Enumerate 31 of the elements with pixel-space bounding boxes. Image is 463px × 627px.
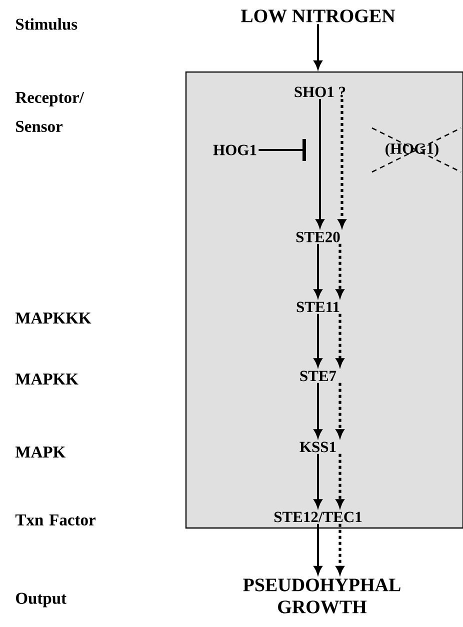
pathway-panel	[185, 71, 463, 529]
level-label: MAPKK	[15, 374, 78, 384]
level-label: Receptor/ Sensor	[15, 92, 84, 132]
level-label: Stimulus	[16, 18, 78, 30]
arrow	[314, 244, 322, 298]
protein-label: STE7	[300, 370, 336, 382]
protein-label: STE20	[296, 232, 340, 242]
dotted-arrow	[336, 244, 344, 298]
arrow	[314, 314, 322, 367]
protein-label: KSS1	[300, 442, 336, 452]
dotted-arrow	[338, 98, 346, 228]
protein-label: HOG1	[213, 144, 256, 156]
level-label: MAPK	[15, 446, 66, 458]
output-text: PSEUDOHYPHAL GROWTH	[243, 578, 400, 614]
level-label: MAPKKK	[15, 312, 92, 324]
arrow	[314, 382, 322, 438]
level-label: Output	[16, 592, 66, 608]
protein-label: SHO1 ?	[294, 86, 346, 98]
dotted-arrow	[336, 382, 344, 438]
dotted-arrow	[336, 454, 344, 508]
inhibition-line	[258, 139, 306, 161]
arrow	[314, 24, 322, 69]
arrow	[316, 98, 324, 228]
protein-label: STE11	[296, 302, 340, 312]
protein-label: STE12/TEC1	[274, 512, 362, 522]
dotted-arrow	[336, 314, 344, 366]
stimulus-text: LOW NITROGEN	[241, 10, 396, 22]
dotted-arrow	[336, 524, 344, 574]
level-label: Txn Factor	[15, 514, 96, 526]
arrow	[314, 454, 322, 508]
arrow	[314, 524, 322, 574]
